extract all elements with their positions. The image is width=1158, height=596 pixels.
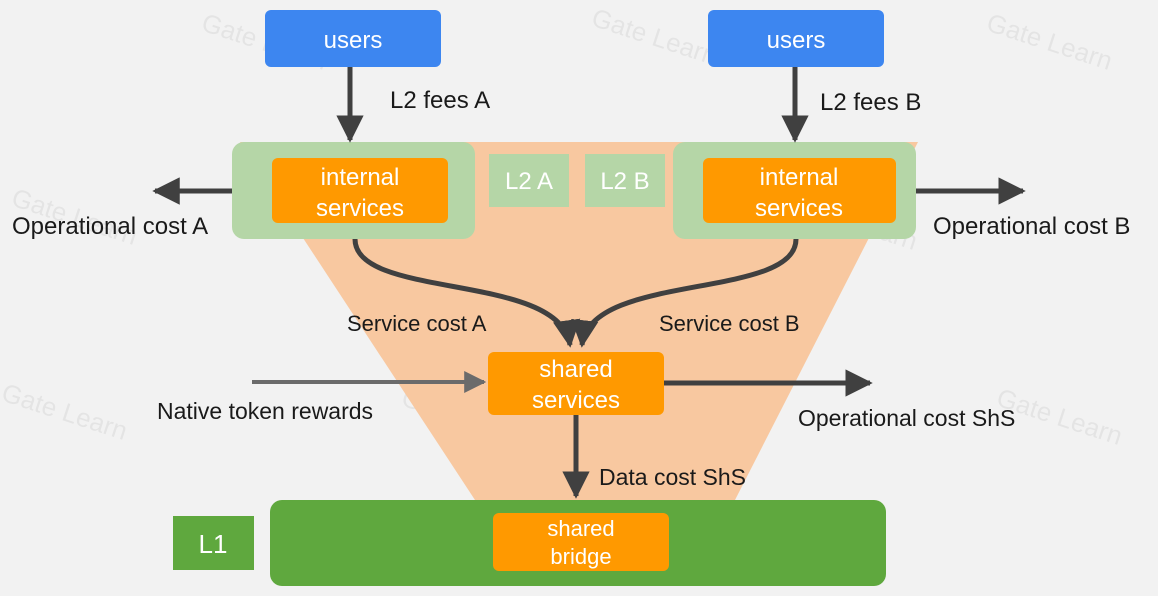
- shared-bridge-line1: shared: [547, 516, 614, 541]
- service-cost-a-arrow: [352, 238, 581, 348]
- users-b-box: [708, 10, 884, 67]
- shared-services-line1: shared: [539, 356, 612, 383]
- service-cost-b-label: Service cost B: [659, 311, 800, 336]
- l2-b-tag: [585, 154, 665, 207]
- shared-bridge-line2: bridge: [550, 544, 611, 569]
- internal-services-a-line1: internal: [321, 164, 400, 191]
- l2-fees-b-label: L2 fees B: [820, 89, 921, 116]
- shared-services-line2: services: [532, 387, 620, 414]
- service-cost-a-label: Service cost A: [347, 311, 487, 336]
- data-cost-shs-label: Data cost ShS: [599, 464, 746, 490]
- l2-fees-a-label: L2 fees A: [390, 87, 490, 114]
- users-a-label: users: [324, 27, 383, 54]
- native-token-rewards-label: Native token rewards: [157, 398, 373, 424]
- internal-services-b-line2: services: [755, 195, 843, 222]
- service-cost-b-arrow: [571, 238, 799, 348]
- operational-cost-b-label: Operational cost B: [933, 213, 1130, 240]
- l2-a-tag-label: L2 A: [505, 168, 553, 195]
- shared-bridge-box: [493, 513, 669, 571]
- operational-cost-shs-label: Operational cost ShS: [798, 405, 1015, 431]
- operational-cost-a-label: Operational cost A: [12, 213, 208, 240]
- shared-services-box: [488, 352, 664, 415]
- internal-services-a-line2: services: [316, 195, 404, 222]
- users-b-label: users: [767, 27, 826, 54]
- internal-services-b-line1: internal: [760, 164, 839, 191]
- l2-a-tag: [489, 154, 569, 207]
- watermark: Gate Learn: [588, 2, 721, 71]
- internal-services-a-box: [272, 158, 448, 223]
- internal-services-b-box: [703, 158, 896, 223]
- l1-tag-label: L1: [199, 529, 228, 559]
- l2-b-tag-label: L2 B: [600, 168, 649, 195]
- users-a-box: [265, 10, 441, 67]
- watermark: Gate Learn: [0, 377, 131, 446]
- l1-tag: [173, 516, 254, 570]
- watermark: Gate Learn: [983, 7, 1116, 76]
